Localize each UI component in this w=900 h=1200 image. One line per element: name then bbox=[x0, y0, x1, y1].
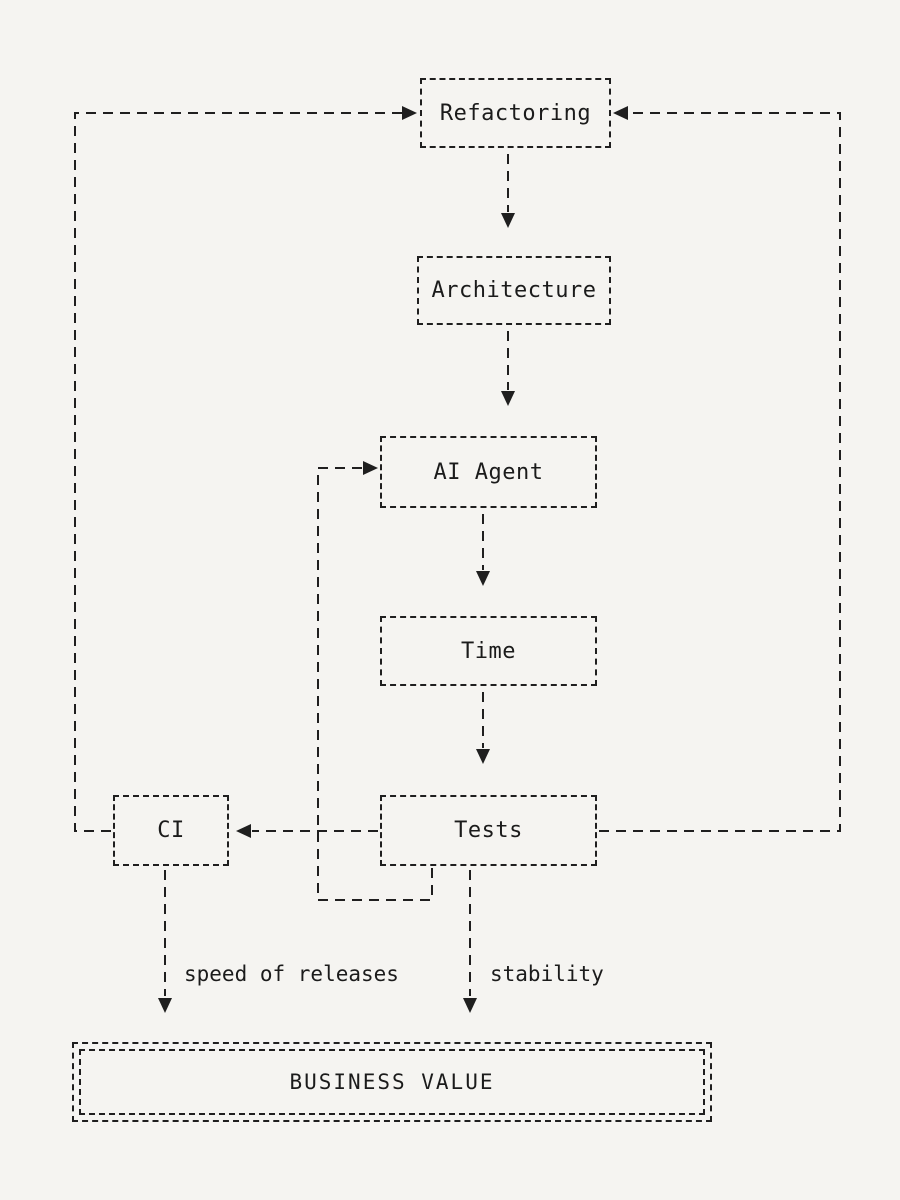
arrowhead-refactoring-architecture bbox=[501, 213, 515, 228]
arrowhead-ci-refactoring bbox=[402, 106, 417, 120]
node-architecture: Architecture bbox=[417, 256, 611, 325]
edge-tests-ai-agent bbox=[317, 467, 433, 901]
arrowhead-tests-ai-agent bbox=[363, 461, 378, 475]
arrowhead-tests-ci bbox=[236, 824, 251, 838]
node-time: Time bbox=[380, 616, 597, 686]
edge-tests-refactoring bbox=[599, 112, 841, 832]
node-business-value-label: BUSINESS VALUE bbox=[289, 1070, 495, 1094]
node-ci: CI bbox=[113, 795, 229, 866]
node-business-value: BUSINESS VALUE bbox=[72, 1042, 712, 1122]
node-time-label: Time bbox=[461, 638, 516, 664]
arrowhead-tests-business-value bbox=[463, 998, 477, 1013]
node-ci-label: CI bbox=[157, 818, 185, 843]
node-refactoring-label: Refactoring bbox=[439, 100, 592, 126]
arrowhead-tests-refactoring bbox=[613, 106, 628, 120]
node-business-value-inner: BUSINESS VALUE bbox=[79, 1049, 705, 1115]
edge-ci-refactoring bbox=[74, 112, 402, 832]
node-tests-label: Tests bbox=[454, 818, 523, 843]
arrowhead-time-tests bbox=[476, 749, 490, 764]
edge-label-speed-of-releases: speed of releases bbox=[184, 962, 399, 986]
node-tests: Tests bbox=[380, 795, 597, 866]
arrowhead-ai-agent-time bbox=[476, 571, 490, 586]
edge-label-stability: stability bbox=[490, 962, 604, 986]
arrowhead-ci-business-value bbox=[158, 998, 172, 1013]
node-ai-agent: AI Agent bbox=[380, 436, 597, 508]
node-refactoring: Refactoring bbox=[420, 78, 611, 148]
node-architecture-label: Architecture bbox=[431, 278, 597, 303]
node-ai-agent-label: AI Agent bbox=[433, 459, 544, 485]
arrowhead-architecture-ai-agent bbox=[501, 391, 515, 406]
